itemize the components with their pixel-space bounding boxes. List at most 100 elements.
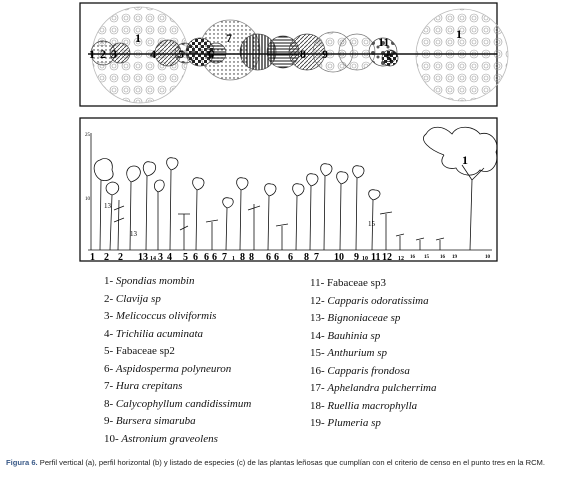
vertical-profile: 25 10 — [79, 117, 498, 263]
horizontal-label: 6 — [208, 47, 214, 61]
horizontal-label: 2 — [100, 47, 106, 61]
height-axis-label-top: 25 — [85, 133, 91, 138]
height-axis-label-mid: 10 — [85, 197, 91, 202]
horizontal-label: 8 — [300, 47, 306, 61]
species-name: Fabaceae sp3 — [327, 277, 386, 289]
tree — [126, 165, 141, 251]
species-item: 3- Melicoccus oliviformis — [104, 308, 251, 326]
species-number: 5- — [104, 345, 114, 357]
species-item: 7- Hura crepitans — [104, 378, 251, 396]
crown-label: 1 — [462, 153, 468, 167]
species-number: 1- — [104, 275, 114, 287]
species-name: Bauhinia sp — [327, 329, 381, 342]
species-name: Clavija sp — [115, 292, 161, 305]
crown-label: 15 — [368, 220, 376, 228]
horizontal-label: 1 — [135, 31, 141, 45]
base-label: 7 — [314, 252, 319, 263]
tree — [368, 189, 381, 251]
species-number: 18- — [310, 399, 325, 412]
base-label: 4 — [167, 252, 172, 263]
base-label: 11 — [371, 252, 380, 263]
species-name: Spondias mombin — [115, 275, 195, 287]
tree — [192, 177, 205, 251]
horizontal-label: 5 — [178, 47, 184, 61]
base-label: 6 — [212, 252, 217, 263]
species-item: 4- Trichilia acuminata — [104, 326, 251, 344]
species-name: Fabaceae sp2 — [115, 345, 175, 357]
base-label: 9 — [354, 252, 359, 263]
species-name: Hura crepitans — [115, 380, 183, 392]
base-label: 1 — [232, 256, 235, 262]
species-name: Capparis frondosa — [327, 364, 410, 377]
species-number: 2- — [104, 292, 114, 305]
species-name: Aphelandra pulcherrima — [327, 382, 437, 394]
crown-label: 13 — [130, 230, 138, 238]
crown-label: 13 — [104, 202, 112, 210]
species-list-left: 1- Spondias mombin 2- Clavija sp 3- Meli… — [104, 273, 251, 448]
horizontal-label: 7 — [226, 31, 232, 45]
tree — [113, 199, 125, 251]
base-label: 5 — [183, 252, 188, 263]
tree — [292, 183, 305, 251]
base-label: 14 — [150, 256, 156, 262]
tree — [166, 157, 179, 251]
species-name: Calycophyllum candidissimum — [115, 397, 252, 410]
species-name: Bursera simaruba — [115, 415, 196, 427]
base-label: 13 — [138, 252, 148, 263]
species-list-right: 11- Fabaceae sp3 12- Capparis odoratissi… — [310, 275, 437, 433]
horizontal-label: 1 — [89, 47, 95, 61]
base-label: 10 — [362, 256, 368, 262]
tree-silhouettes — [93, 126, 498, 251]
species-item: 8- Calycophyllum candidissimum — [104, 396, 251, 414]
species-number: 9- — [104, 415, 114, 427]
species-number: 16- — [310, 364, 325, 377]
base-label: 8 — [304, 252, 309, 263]
base-label: 6 — [204, 252, 209, 263]
species-name: Astronium graveolens — [121, 432, 218, 445]
horizontal-label: 11 — [378, 35, 389, 49]
tree — [379, 211, 393, 250]
species-item: 18- Ruellia macrophylla — [310, 398, 437, 416]
horizontal-labels: 1 2 3 1 4 5 6 7 8 9 11 5 1 — [89, 27, 462, 65]
species-name: Melicoccus oliviformis — [115, 310, 217, 322]
species-name: Anthurium sp — [327, 347, 388, 359]
tree — [415, 237, 425, 250]
tree — [93, 158, 114, 251]
species-number: 15- — [310, 347, 325, 359]
species-name: Plumeria sp — [327, 417, 381, 429]
species-item: 16- Capparis frondosa — [310, 363, 437, 381]
tree — [178, 213, 190, 250]
horizontal-profile: 1 2 3 1 4 5 6 7 8 9 11 5 1 — [79, 2, 509, 107]
horizontal-label: 4 — [150, 47, 156, 61]
crown-circle — [109, 42, 131, 64]
base-label: 10 — [485, 255, 491, 260]
base-label: 15 — [424, 255, 430, 260]
species-number: 4- — [104, 327, 114, 340]
species-number: 12- — [310, 294, 325, 307]
tree — [247, 204, 261, 250]
species-item: 5- Fabaceae sp2 — [104, 343, 251, 361]
base-label: 6 — [193, 252, 198, 263]
species-number: 3- — [104, 310, 114, 322]
species-item: 10- Astronium graveolens — [104, 431, 251, 449]
base-label: 8 — [240, 252, 245, 263]
tree — [105, 181, 120, 251]
horizontal-label: 1 — [456, 27, 462, 41]
horizontal-label: 3 — [111, 47, 117, 61]
base-label: 2 — [104, 252, 109, 263]
species-name: Capparis odoratissima — [327, 294, 429, 307]
base-label: 16 — [440, 255, 446, 260]
base-label: 10 — [334, 252, 344, 263]
species-item: 6- Aspidosperma polyneuron — [104, 361, 251, 379]
base-label: 16 — [410, 255, 416, 260]
species-name: Trichilia acuminata — [115, 327, 204, 340]
figure-caption: Figura 6. Perfil vertical (a), perfil ho… — [6, 458, 574, 469]
tree — [352, 165, 365, 251]
tree — [275, 223, 289, 250]
species-number: 17- — [310, 382, 325, 394]
species-item: 19- Plumeria sp — [310, 415, 437, 433]
base-label: 7 — [222, 252, 227, 263]
species-item: 11- Fabaceae sp3 — [310, 275, 437, 293]
tree — [142, 161, 157, 251]
species-item: 2- Clavija sp — [104, 291, 251, 309]
